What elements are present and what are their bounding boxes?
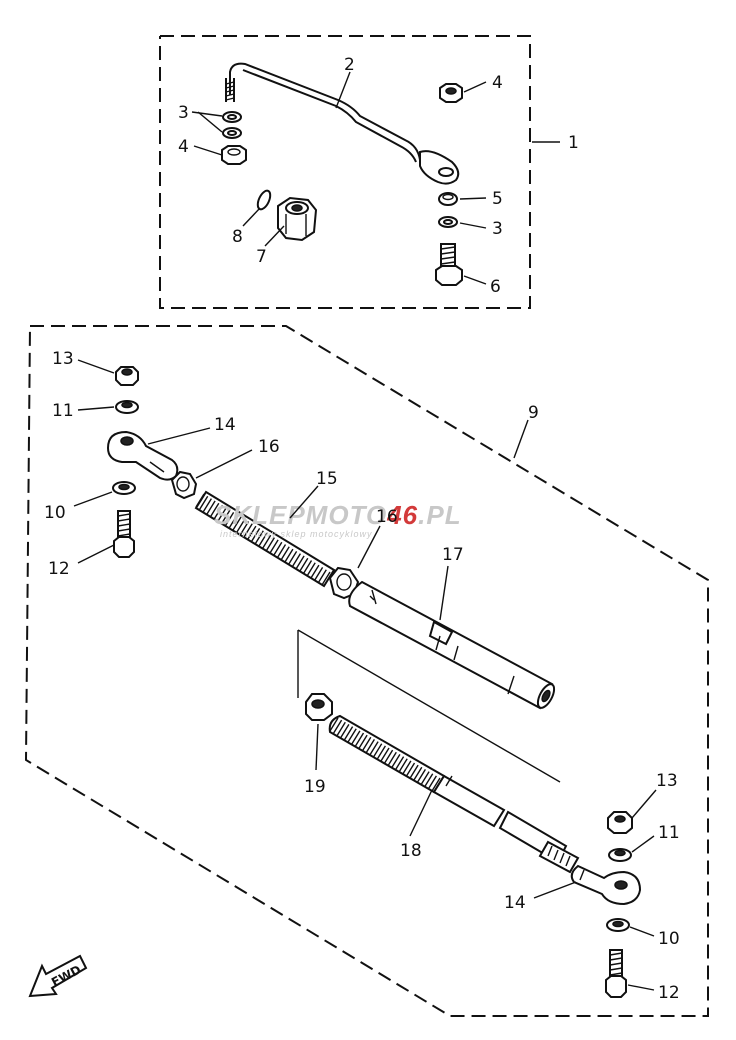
- watermark-brand-c: .PL: [418, 500, 461, 530]
- locknut-16-upper: [170, 470, 198, 500]
- lower-assembly-box: [24, 325, 709, 1017]
- callout-16-upper: 16: [258, 437, 280, 457]
- callout-13-upper: 13: [52, 349, 74, 369]
- threaded-rod-15: [194, 490, 336, 588]
- callout-10-upper: 10: [44, 503, 66, 523]
- watermark: SKLEPMOTO46.PL internetowy sklep motocyk…: [214, 500, 462, 539]
- callout-13-lower: 13: [656, 771, 678, 791]
- callout-18: 18: [400, 841, 422, 861]
- callout-14-lower: 14: [504, 893, 526, 913]
- leader-lines: [73, 71, 657, 991]
- bolt-12-lower: [605, 949, 627, 998]
- washer-3-right: [438, 216, 458, 228]
- callout-16-lower: 16: [376, 507, 398, 527]
- callout-2: 2: [344, 55, 355, 75]
- steering-link-rod: [225, 62, 460, 185]
- nut-4-right: [439, 83, 463, 103]
- callout-4-left: 4: [178, 137, 189, 157]
- callout-12-lower: 12: [658, 983, 680, 1003]
- callout-3-left: 3: [178, 103, 189, 123]
- washer-11-upper: [115, 400, 139, 414]
- callout-14-upper: 14: [214, 415, 236, 435]
- bolt-6: [435, 243, 463, 286]
- callout-4-right: 4: [492, 73, 503, 93]
- threaded-shaft-18: [328, 714, 580, 874]
- nut-13-lower: [607, 811, 633, 834]
- callout-5: 5: [492, 189, 503, 209]
- callout-9: 9: [528, 403, 539, 423]
- watermark-brand-b: 46: [386, 500, 418, 530]
- upper-assembly-box: [159, 35, 531, 309]
- fwd-arrow-icon: FWD: [28, 954, 88, 998]
- callout-6: 6: [490, 277, 501, 297]
- o-ring-8: [256, 189, 272, 211]
- tube-17: [348, 580, 556, 710]
- bolt-12-upper: [113, 510, 135, 558]
- callout-15: 15: [316, 469, 338, 489]
- washer-10-lower: [606, 918, 630, 932]
- rod-end-14-lower: [570, 864, 642, 906]
- callout-17: 17: [442, 545, 464, 565]
- nut-4-left: [221, 145, 247, 165]
- nut-19: [305, 693, 333, 721]
- callout-11-lower: 11: [658, 823, 680, 843]
- washer-3-left-lower: [222, 127, 242, 139]
- callout-8: 8: [232, 227, 243, 247]
- bushing-7: [277, 196, 318, 242]
- washer-10-upper: [112, 481, 136, 495]
- svg-text:SKLEPMOTO46.PL: SKLEPMOTO46.PL: [214, 500, 462, 530]
- washer-11-lower: [608, 848, 632, 862]
- collar-5: [438, 192, 458, 206]
- callout-1: 1: [568, 133, 579, 153]
- reference-lines: [297, 629, 561, 783]
- callout-10-lower: 10: [658, 929, 680, 949]
- washer-3-left-upper: [222, 111, 242, 123]
- callout-3-right: 3: [492, 219, 503, 239]
- callout-7: 7: [256, 247, 267, 267]
- watermark-tagline: internetowy sklep motocyklowy: [220, 529, 373, 539]
- callout-12-upper: 12: [48, 559, 70, 579]
- watermark-brand-a: SKLEPMOTO: [214, 500, 387, 530]
- callout-11-upper: 11: [52, 401, 74, 421]
- callouts: 2 1 3 4 4 5 3 6 7 8 9 13 11 14 16 10 12 …: [44, 55, 680, 1003]
- nut-13-upper: [115, 366, 139, 386]
- callout-19: 19: [304, 777, 326, 797]
